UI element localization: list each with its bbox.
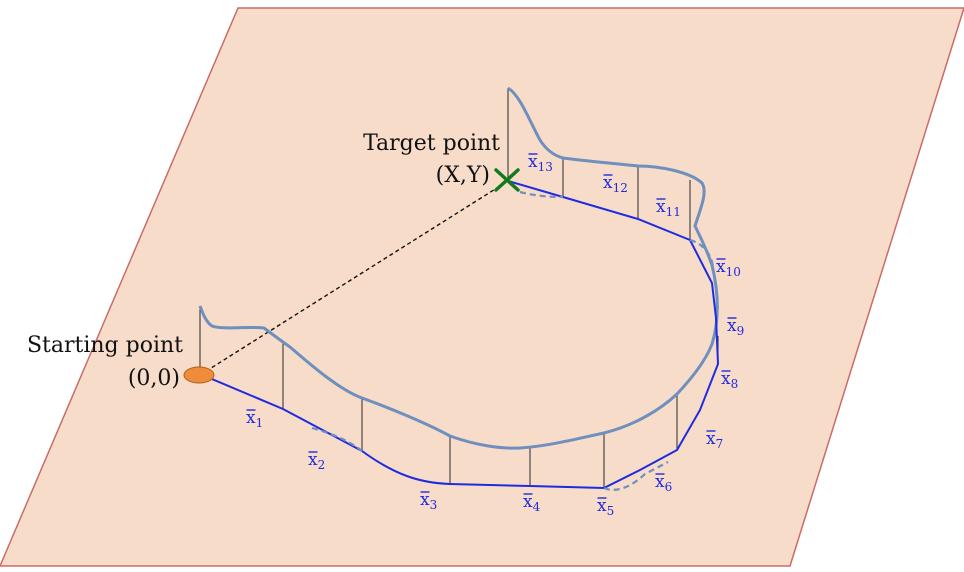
segment-label-x1: x1: [246, 408, 263, 430]
segment-label-x8: x8: [721, 369, 738, 391]
segment-label-base: x: [721, 369, 731, 389]
segment-label-subscript: 4: [533, 500, 541, 514]
segment-label-subscript: 8: [731, 377, 739, 391]
segment-label-subscript: 10: [726, 265, 741, 279]
segment-label-subscript: 7: [716, 437, 724, 451]
target-coords: (X,Y): [436, 163, 490, 188]
segment-label-x4: x4: [523, 492, 541, 514]
profile-curve: [198, 86, 719, 450]
target-title: Target point: [363, 131, 500, 156]
segment-label-x2: x2: [308, 450, 325, 472]
segment-label-base: x: [727, 316, 737, 336]
segment-label-subscript: 5: [607, 504, 615, 518]
segment-label-x5: x5: [597, 496, 614, 518]
segment-label-base: x: [528, 152, 538, 172]
segment-label-subscript: 13: [538, 160, 553, 174]
segment-label-subscript: 1: [256, 416, 264, 430]
segment-label-x12: x12: [603, 173, 628, 195]
segment-label-subscript: 9: [737, 324, 745, 338]
dashed-path-x13: [519, 190, 564, 199]
segment-label-base: x: [716, 257, 726, 277]
segment-label-base: x: [706, 429, 716, 449]
segment-label-x11: x11: [656, 197, 681, 219]
dashed-path-x11: [689, 238, 715, 273]
segment-label-base: x: [246, 408, 256, 428]
segment-label-base: x: [656, 197, 666, 217]
walking-path: [199, 180, 720, 490]
segment-label-base: x: [655, 472, 665, 492]
segment-label-x13: x13: [528, 152, 553, 174]
target-cross-stroke: [494, 168, 520, 192]
segment-label-base: x: [308, 450, 318, 470]
segment-label-x10: x10: [716, 257, 741, 279]
segment-label-subscript: 2: [318, 458, 326, 472]
segment-label-x9: x9: [727, 316, 744, 338]
start-coords: (0,0): [128, 366, 180, 391]
start-marker-icon: [183, 366, 215, 384]
dashed-path-x2: [311, 426, 363, 452]
segment-label-subscript: 12: [613, 181, 628, 195]
segment-label-subscript: 6: [665, 480, 673, 494]
segment-label-base: x: [603, 173, 613, 193]
segment-label-subscript: 11: [666, 205, 681, 219]
segment-label-base: x: [597, 496, 607, 516]
segment-label-base: x: [523, 492, 533, 512]
profile-stems: [199, 88, 719, 488]
segment-label-x6: x6: [655, 472, 672, 494]
segment-label-subscript: 3: [430, 498, 438, 512]
segment-label-x3: x3: [420, 490, 437, 512]
segment-label-base: x: [420, 490, 430, 510]
start-title: Starting point: [27, 333, 183, 358]
dashed-path-x5: [603, 461, 669, 491]
displacement-line: [199, 180, 509, 376]
target-cross-icon: [494, 168, 520, 192]
segment-label-x7: x7: [706, 429, 723, 451]
ground-plane: [0, 7, 964, 567]
